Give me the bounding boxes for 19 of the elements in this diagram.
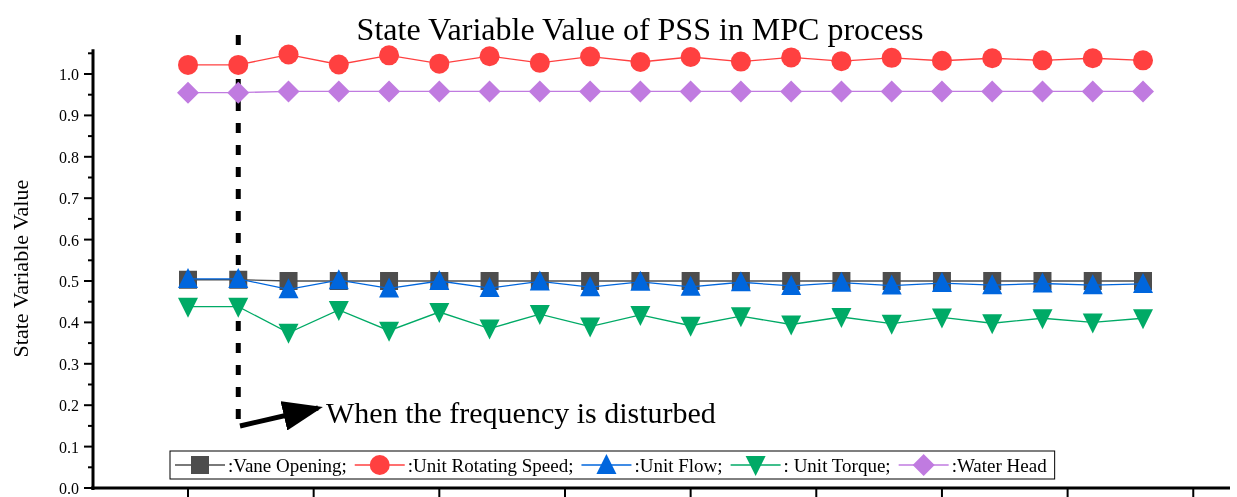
y-tick-label: 1.0 [59, 66, 79, 83]
chart-title: State Variable Value of PSS in MPC process [356, 11, 924, 47]
y-tick-label: 0.8 [59, 148, 79, 166]
legend-label: :Unit Flow; [634, 455, 723, 476]
y-axis-title: State Variable Value [8, 179, 33, 358]
annotation-text: When the frequency is disturbed [326, 396, 716, 429]
y-tick-label: 0.5 [59, 273, 79, 290]
y-tick-label: 0.6 [59, 231, 79, 249]
y-tick-label: 0.1 [59, 438, 79, 456]
legend-label: : Unit Torque; [783, 455, 891, 476]
y-tick-label: 0.0 [59, 480, 79, 497]
legend-label: :Vane Opening; [228, 455, 347, 476]
legend-label: :Water Head [951, 455, 1047, 476]
y-tick-label: 0.3 [59, 355, 79, 373]
y-tick-label: 0.2 [59, 397, 79, 415]
y-tick-label: 0.4 [59, 314, 79, 332]
y-tick-label: 0.7 [59, 190, 79, 208]
legend-label: :Unit Rotating Speed; [407, 455, 574, 476]
y-tick-label: 0.9 [59, 107, 79, 125]
